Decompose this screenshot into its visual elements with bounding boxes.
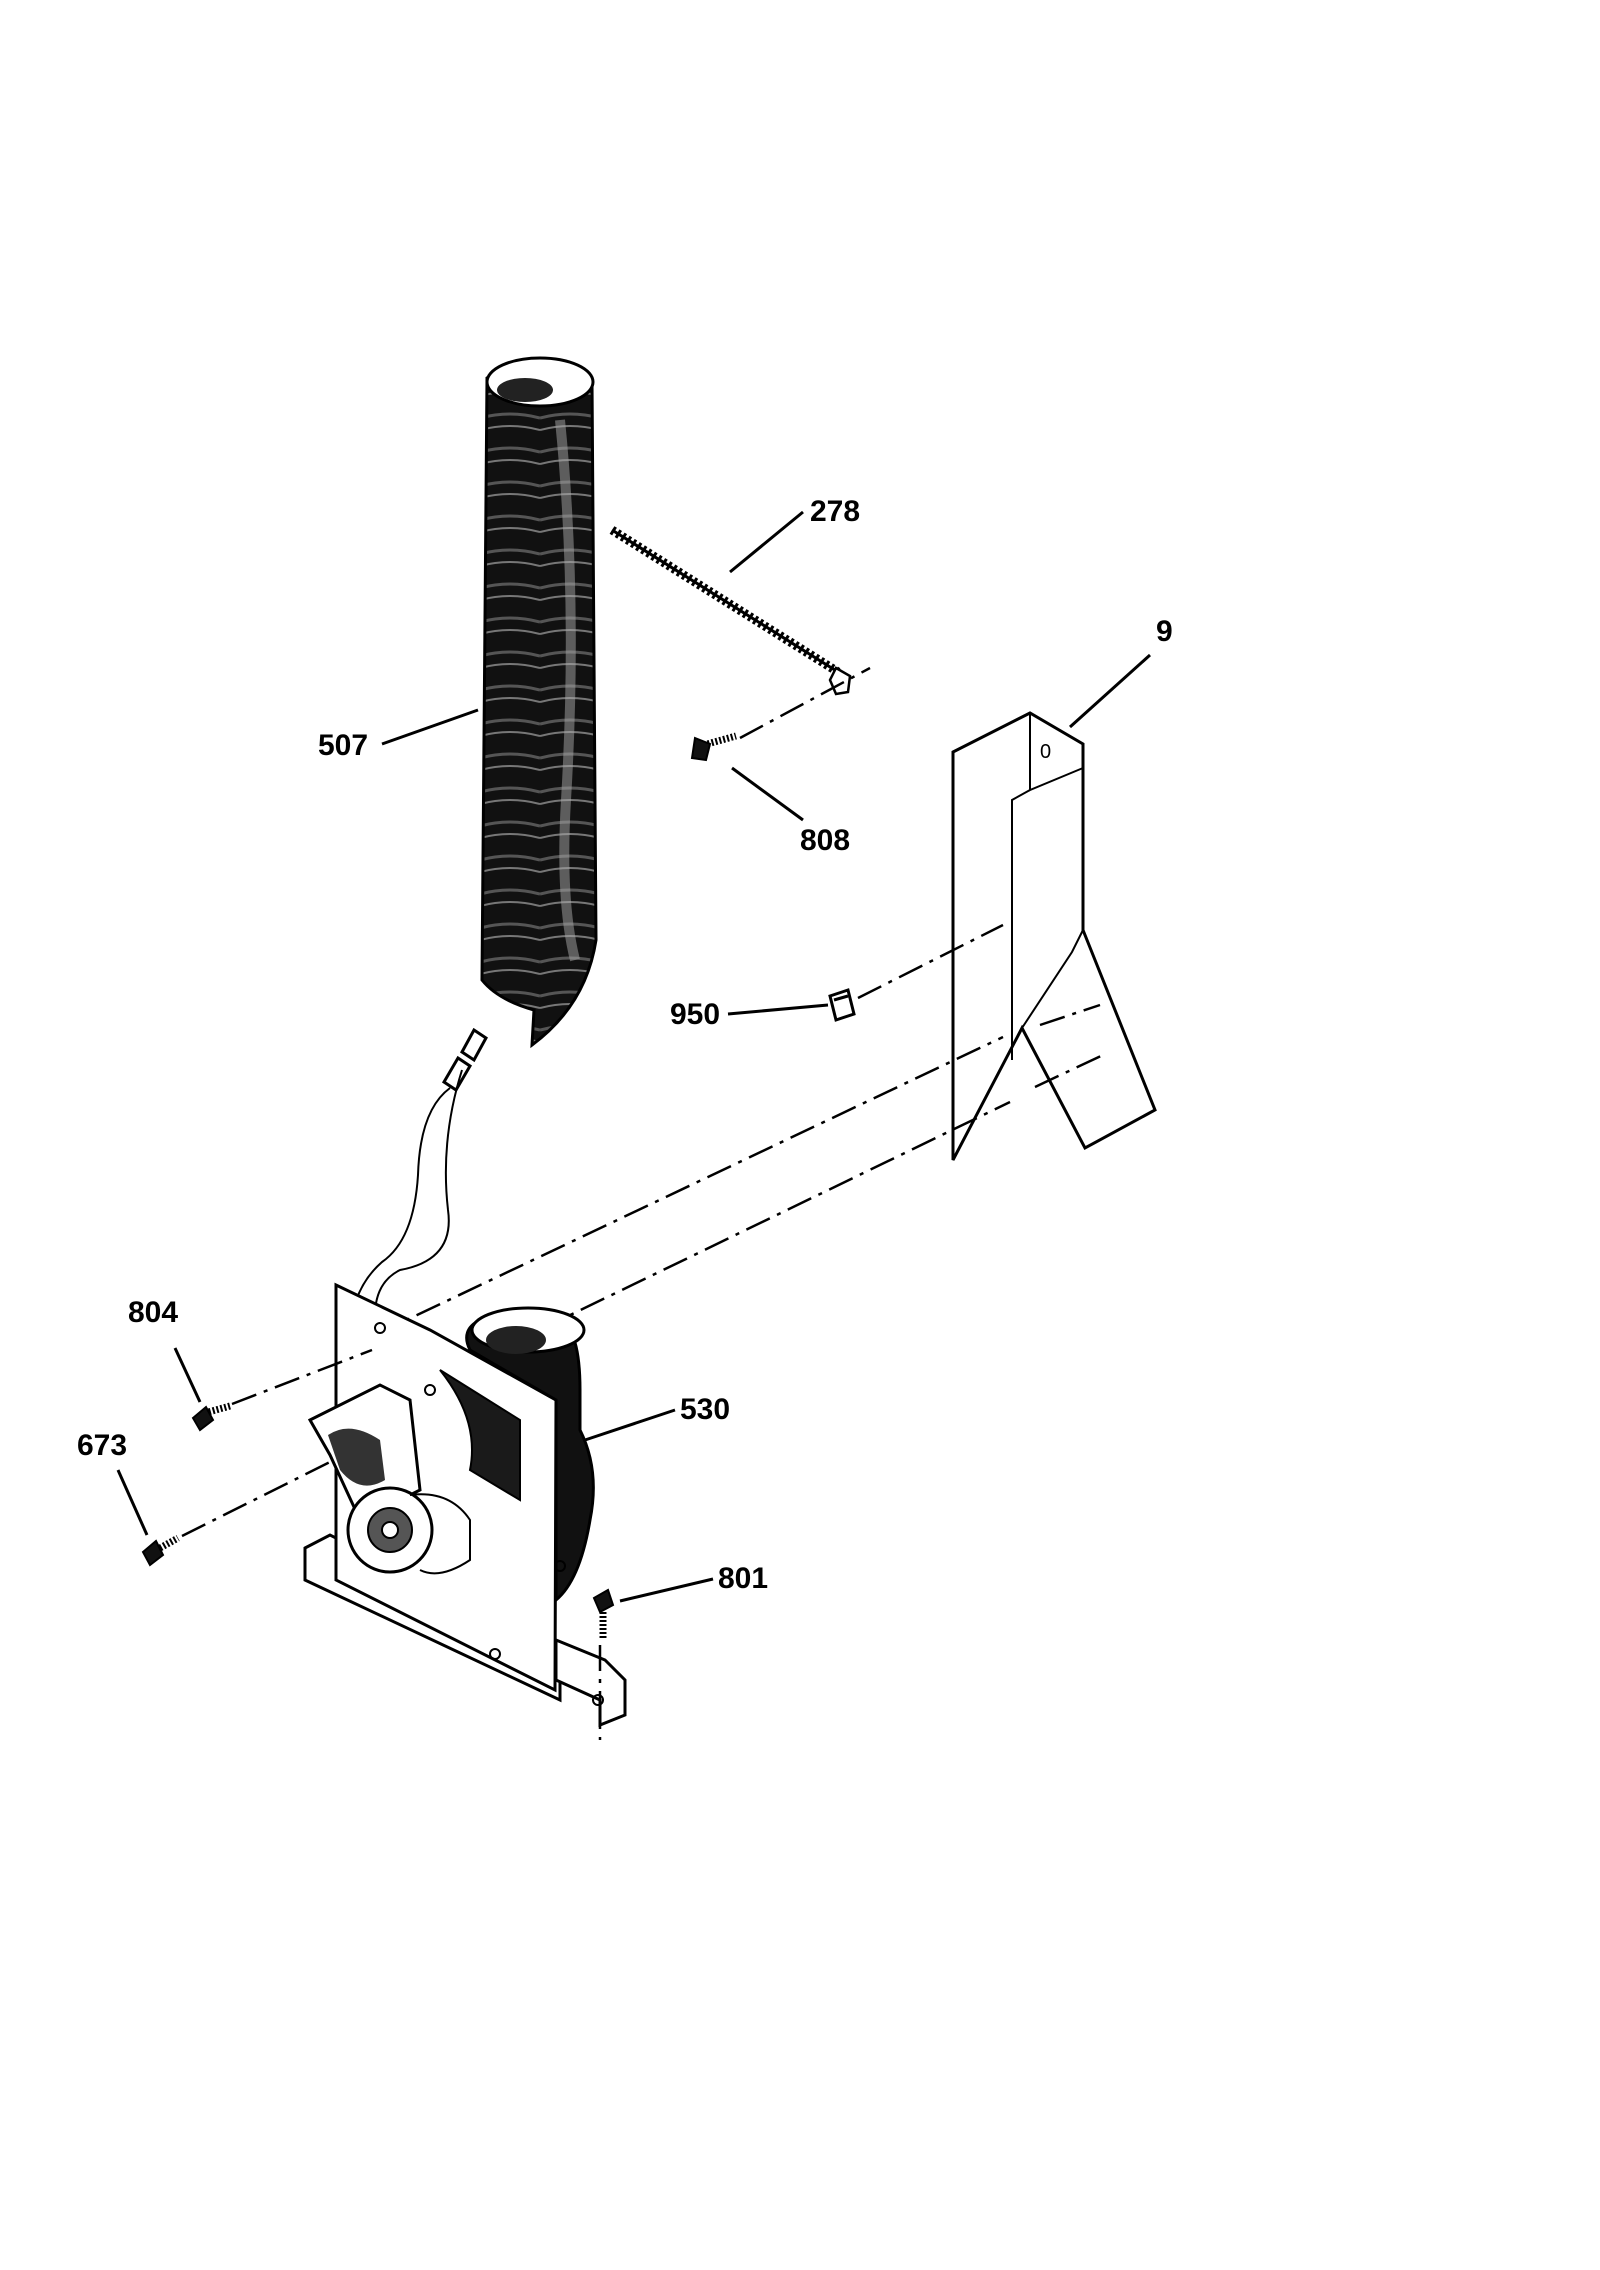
flexible-duct-icon [480,356,598,1049]
leader-950 [727,1003,829,1016]
bracket-hole-mark: 0 [1040,741,1051,763]
leader-673 [116,1469,149,1536]
leader-808 [731,766,804,822]
callout-801: 801 [718,1562,768,1595]
screw-icon [141,1534,180,1567]
leader-9 [1068,653,1152,729]
leader-801 [619,1577,714,1603]
blower-assembly-icon [303,1282,627,1728]
callout-804: 804 [128,1296,178,1329]
leader-278 [729,510,804,574]
callout-530: 530 [680,1393,730,1426]
callout-808: 808 [800,824,850,857]
centerline-808 [739,666,871,740]
callout-673: 673 [77,1429,127,1462]
screw-icon [690,732,737,762]
leader-804 [173,1347,202,1403]
centerline-804 [231,1348,373,1406]
centerline-lower [497,1100,1011,1352]
centerline-950 [857,923,1004,1000]
callout-507: 507 [318,729,368,762]
centerline-673 [181,1460,331,1538]
leader-530 [584,1408,676,1442]
centerline-upper [374,1035,1004,1337]
callout-950: 950 [670,998,720,1031]
centerline-upper-right [1039,1003,1101,1027]
screw-icon [191,1402,231,1432]
bracket-icon: 0 [951,711,1157,1161]
leader-507 [381,708,479,746]
callout-9: 9 [1156,615,1173,648]
screw-icon [592,1588,615,1640]
centerline-lower-right [1034,1053,1104,1089]
callout-278: 278 [810,495,860,528]
cable-tie-icon [609,526,852,696]
clip-icon [828,988,856,1022]
